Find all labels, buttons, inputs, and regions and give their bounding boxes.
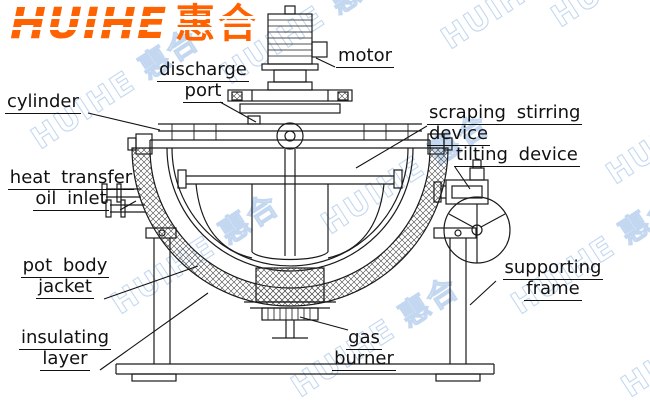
label-discharge-port: discharge port [150, 59, 256, 103]
watermark-text: HUIHE 惠合 [600, 57, 650, 191]
base-frame [115, 363, 495, 382]
label-scraping-stirring-device: scraping stirring device [427, 102, 583, 146]
leader-scraping-device [355, 125, 428, 169]
label-pot-line1: pot body [20, 255, 110, 278]
label-pot-line2: jacket [36, 276, 94, 299]
brand-logo-chinese: 惠合 [175, 1, 260, 47]
motor-terminal-box [311, 41, 328, 58]
label-motor-line1: motor [336, 45, 395, 68]
label-supporting-line2: frame [524, 278, 582, 301]
leader-gas-burner [299, 316, 349, 331]
leader-cylinder [87, 112, 161, 131]
leader-lines [87, 57, 497, 371]
label-gas-line1: gas [346, 327, 382, 350]
discharge-port-drawing [247, 115, 261, 125]
scraping-stirrer-drawing [177, 149, 403, 261]
label-heat-transfer-oil-inlet: heat transfer oil inlet [0, 167, 142, 211]
label-discharge-port-line2: port [182, 80, 224, 103]
label-gas-line2: burner [332, 348, 396, 371]
leader-supporting-frame [469, 280, 497, 306]
kettle-drawing [101, 5, 511, 382]
leader-discharge-port [219, 101, 257, 123]
leader-tilting-device [454, 166, 471, 190]
label-heat-line2: oil inlet [33, 188, 109, 211]
brand-logo-latin: HUIHE [10, 0, 168, 49]
vessel-shells [131, 147, 449, 307]
logo-stripe [10, 16, 260, 19]
insulating-layer-drawing [131, 147, 449, 307]
label-gas-burner: gas burner [326, 327, 402, 371]
handwheel [443, 196, 511, 264]
label-insulating-line1: insulating [18, 327, 112, 350]
label-scraping-line1: scraping stirring [427, 102, 583, 125]
coupling [273, 69, 307, 83]
leader-insulating-layer [99, 292, 209, 371]
label-discharge-port-line1: discharge [157, 59, 249, 82]
tilting-gearbox [445, 179, 489, 205]
label-insulating-line2: layer [40, 348, 90, 371]
gas-burner-drawing [244, 301, 336, 339]
motor-drawing [261, 5, 328, 91]
label-supporting-frame: supporting frame [494, 257, 612, 301]
leader-oil-inlet [119, 200, 137, 211]
watermark-text: HUIHE 惠合 [545, 0, 650, 35]
inner-pot-wall [171, 147, 409, 267]
leader-motor [315, 57, 336, 68]
label-tilting-line1: tilting device [454, 144, 580, 167]
brand-logo: HUIHE 惠合 [10, 0, 260, 49]
jacket-bottom-section [255, 267, 325, 303]
logo-stripe [10, 27, 260, 30]
label-scraping-line2: device [427, 123, 491, 146]
label-pot-body-jacket: pot body jacket [14, 255, 116, 299]
label-cylinder: cylinder [5, 91, 81, 114]
watermark-text: HUIHE 惠合 [505, 187, 650, 321]
support-legs [145, 227, 477, 364]
label-heat-line1: heat transfer [7, 167, 135, 190]
shaft-gland [276, 122, 304, 150]
label-insulating-layer: insulating layer [12, 327, 118, 371]
label-cylinder-line1: cylinder [5, 91, 81, 114]
label-motor: motor [336, 45, 395, 68]
tilting-device-drawing [433, 159, 511, 264]
leader-pot-jacket [103, 265, 199, 300]
watermark-text: HUIHE 惠合 [615, 270, 650, 404]
label-supporting-line1: supporting [502, 257, 604, 280]
label-tilting-device: tilting device [454, 144, 580, 167]
